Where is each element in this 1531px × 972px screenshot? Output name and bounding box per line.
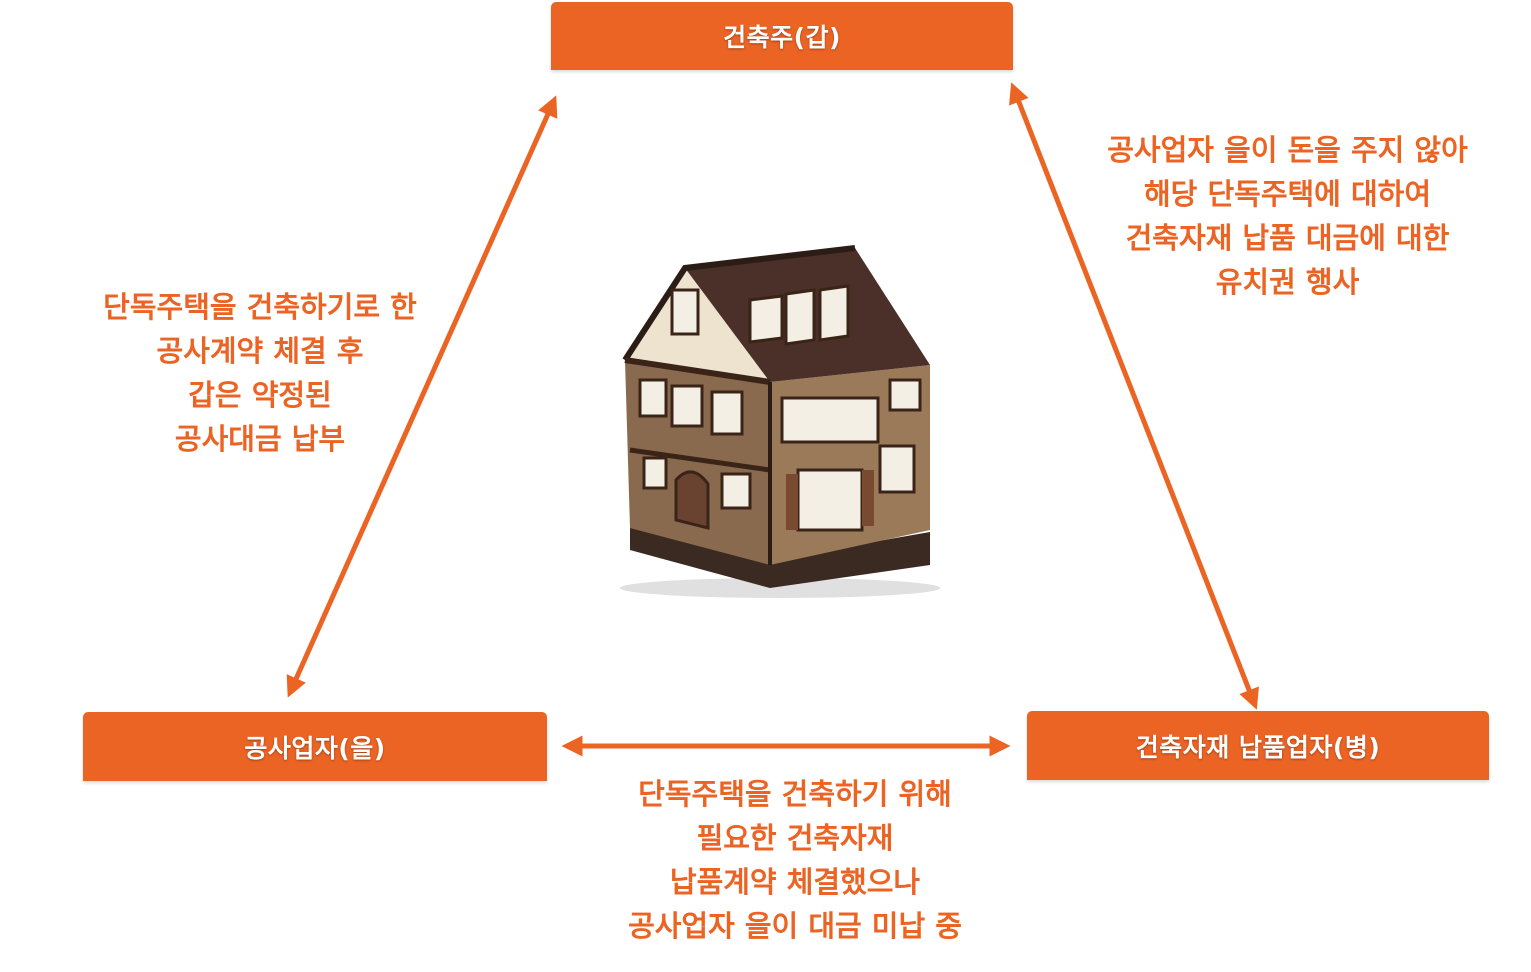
edge-label-line: 해당 단독주택에 대하여 bbox=[1050, 172, 1525, 216]
edge-label-line: 공사업자 을이 대금 미납 중 bbox=[560, 904, 1030, 948]
edge-label-line: 건축자재 납품 대금에 대한 bbox=[1050, 216, 1525, 260]
edge-label-line: 단독주택을 건축하기로 한 bbox=[40, 285, 480, 329]
edge-label-line: 공사업자 을이 돈을 주지 않아 bbox=[1050, 128, 1525, 172]
edge-label-line: 갑은 약정된 bbox=[40, 373, 480, 417]
node-contractor: 공사업자(을) bbox=[83, 712, 547, 781]
node-supplier: 건축자재 납품업자(병) bbox=[1027, 711, 1489, 780]
edge-label-line: 단독주택을 건축하기 위해 bbox=[560, 772, 1030, 816]
edge-label-line: 공사계약 체결 후 bbox=[40, 329, 480, 373]
edge-label-line: 필요한 건축자재 bbox=[560, 816, 1030, 860]
house-illustration bbox=[620, 248, 940, 598]
edge-label-line: 납품계약 체결했으나 bbox=[560, 860, 1030, 904]
edge-label-owner-contractor: 단독주택을 건축하기로 한 공사계약 체결 후 갑은 약정된 공사대금 납부 bbox=[40, 285, 480, 461]
edge-label-line: 공사대금 납부 bbox=[40, 417, 480, 461]
edge-label-owner-supplier: 공사업자 을이 돈을 주지 않아 해당 단독주택에 대하여 건축자재 납품 대금… bbox=[1050, 128, 1525, 304]
node-owner-label: 건축주(갑) bbox=[723, 18, 841, 54]
edge-label-contractor-supplier: 단독주택을 건축하기 위해 필요한 건축자재 납품계약 체결했으나 공사업자 을… bbox=[560, 772, 1030, 948]
node-supplier-label: 건축자재 납품업자(병) bbox=[1136, 728, 1381, 764]
node-contractor-label: 공사업자(을) bbox=[244, 729, 385, 765]
node-owner: 건축주(갑) bbox=[551, 2, 1013, 70]
edge-label-line: 유치권 행사 bbox=[1050, 260, 1525, 304]
